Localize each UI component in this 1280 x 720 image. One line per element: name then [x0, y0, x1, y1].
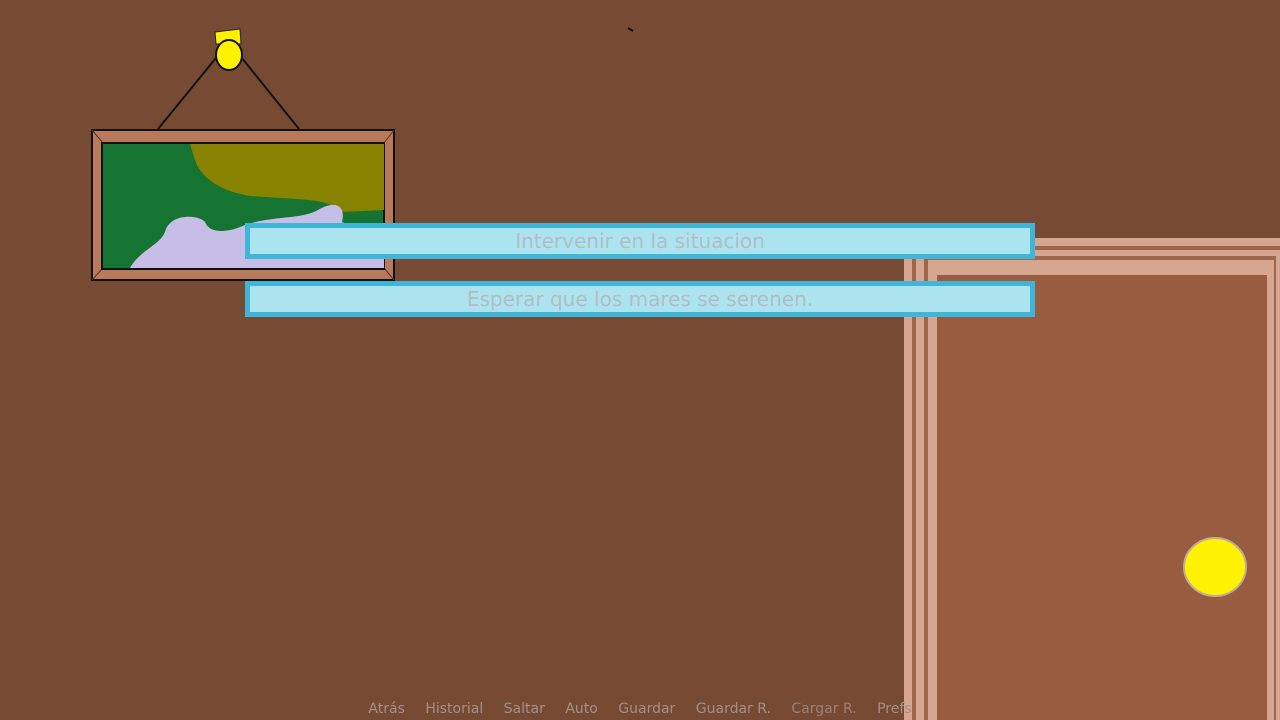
door — [904, 238, 1280, 720]
quick-menu: Atrás Historial Saltar Auto Guardar Guar… — [0, 698, 1280, 720]
quick-menu-skip-button[interactable]: Saltar — [503, 701, 545, 717]
quick-menu-save-button[interactable]: Guardar — [618, 701, 676, 717]
quick-menu-quickload-button[interactable]: Cargar R. — [791, 701, 857, 717]
choice-intervene-button[interactable]: Intervenir en la situacion — [245, 223, 1035, 259]
wall-speck — [627, 27, 634, 32]
quick-menu-auto-button[interactable]: Auto — [565, 701, 598, 717]
quick-menu-history-button[interactable]: Historial — [425, 701, 484, 717]
quick-menu-back-button[interactable]: Atrás — [368, 701, 405, 717]
door-knob-icon — [1183, 537, 1247, 597]
choice-wait-button[interactable]: Esperar que los mares se serenen. — [245, 281, 1035, 317]
quick-menu-quicksave-button[interactable]: Guardar R. — [695, 701, 771, 717]
hanging-lamp-icon — [157, 28, 300, 130]
quick-menu-prefs-button[interactable]: Prefs — [877, 701, 912, 717]
